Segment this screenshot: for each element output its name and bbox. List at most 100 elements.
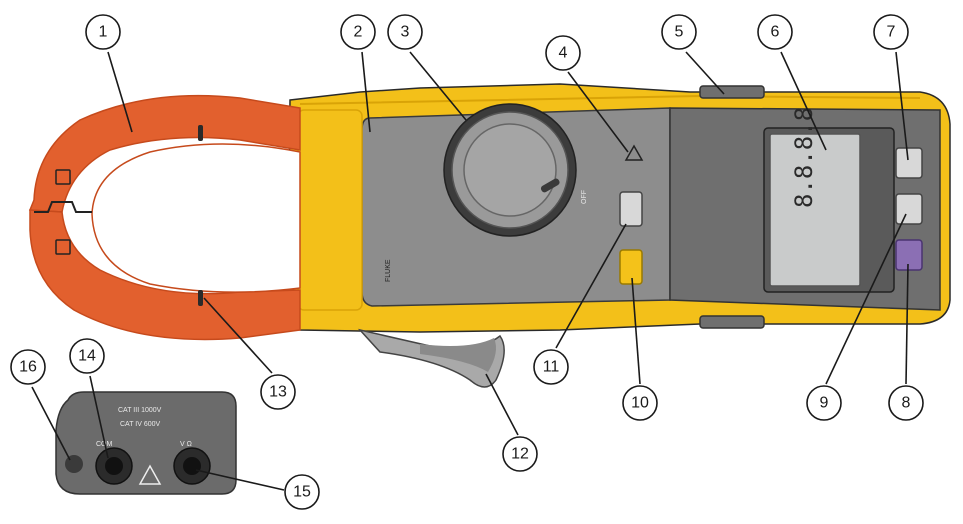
callout-number-11: 11 <box>543 359 560 376</box>
callout-2: 2 <box>340 14 376 50</box>
leader-line-2 <box>361 51 371 133</box>
bottom-clip <box>699 315 765 329</box>
leader-line-8 <box>905 263 909 385</box>
callout-number-9: 9 <box>820 395 829 412</box>
jaw-seam <box>34 201 92 213</box>
callout-3: 3 <box>387 14 423 50</box>
leader-line-6 <box>780 51 827 151</box>
jack-warning-icon <box>138 464 162 485</box>
callout-1: 1 <box>85 14 121 50</box>
callout-circle-12 <box>502 436 538 472</box>
small-jack <box>65 455 83 473</box>
leader-lines <box>31 51 909 491</box>
callout-5: 5 <box>661 14 697 50</box>
com-jack-inner <box>105 457 123 475</box>
leader-line-1 <box>107 51 133 133</box>
callout-number-12: 12 <box>511 446 529 463</box>
callout-14: 14 <box>69 338 105 374</box>
range-button <box>895 193 923 225</box>
callout-15: 15 <box>284 474 320 510</box>
callout-circle-7 <box>873 14 909 50</box>
callout-circle-2 <box>340 14 376 50</box>
callout-number-8: 8 <box>902 395 911 412</box>
dial-knob <box>463 123 557 217</box>
callout-circle-10 <box>622 385 658 421</box>
callout-number-14: 14 <box>78 348 96 365</box>
callout-number-6: 6 <box>771 24 780 41</box>
v-ohm-jack-inner <box>183 457 201 475</box>
callout-12: 12 <box>502 436 538 472</box>
brand-label: FLUKE <box>385 259 392 282</box>
callout-11: 11 <box>533 349 569 385</box>
leader-line-12 <box>485 373 519 436</box>
meter-body <box>287 83 951 333</box>
callout-number-16: 16 <box>19 359 37 376</box>
input-jack-panel: CAT III 1000V CAT IV 600V COM V Ω <box>55 391 237 495</box>
backlight-button <box>895 147 923 179</box>
callout-10: 10 <box>622 385 658 421</box>
clamp-jaws <box>28 94 301 341</box>
off-label: OFF <box>581 190 588 204</box>
hold-button <box>895 239 923 271</box>
callout-16: 16 <box>10 349 46 385</box>
min-max-button <box>619 191 643 227</box>
leader-line-14 <box>89 375 109 459</box>
callout-circle-4 <box>545 35 581 71</box>
callout-13: 13 <box>260 374 296 410</box>
leader-line-4 <box>567 71 629 153</box>
callout-number-10: 10 <box>631 395 649 412</box>
buttons <box>619 144 923 285</box>
callout-4: 4 <box>545 35 581 71</box>
callout-number-4: 4 <box>559 45 568 62</box>
callout-circle-6 <box>757 14 793 50</box>
callout-circle-16 <box>10 349 46 385</box>
callout-number-15: 15 <box>293 484 311 501</box>
upper-jaw-marker <box>198 125 203 141</box>
cat-rating-1: CAT III 1000V <box>118 407 162 414</box>
callout-circle-8 <box>888 385 924 421</box>
callout-circle-14 <box>69 338 105 374</box>
callout-number-1: 1 <box>99 24 108 41</box>
callout-circle-1 <box>85 14 121 50</box>
callout-number-7: 7 <box>887 24 896 41</box>
callout-circle-5 <box>661 14 697 50</box>
lower-jaw <box>29 209 301 341</box>
callout-6: 6 <box>757 14 793 50</box>
callout-7: 7 <box>873 14 909 50</box>
jaw-trigger <box>357 328 505 388</box>
callout-circle-9 <box>806 385 842 421</box>
leader-line-11 <box>555 223 627 349</box>
warning-triangle-icon <box>624 144 644 161</box>
yellow-function-button <box>619 249 643 285</box>
leader-line-7 <box>895 51 909 161</box>
callout-number-5: 5 <box>675 24 684 41</box>
cat-rating-2: CAT IV 600V <box>120 421 161 428</box>
dial-pointer <box>540 178 560 193</box>
callout-8: 8 <box>888 385 924 421</box>
leader-line-15 <box>195 469 285 491</box>
jaw-housing-block <box>297 109 363 311</box>
jaw-indicator-bottom <box>55 239 71 255</box>
leader-line-10 <box>631 277 641 385</box>
callout-circle-15 <box>284 474 320 510</box>
callout-number-13: 13 <box>269 384 287 401</box>
leader-line-16 <box>31 386 71 461</box>
leader-line-13 <box>203 297 273 374</box>
rotary-switch <box>443 103 577 237</box>
callout-number-2: 2 <box>354 24 363 41</box>
trigger-highlight <box>420 338 496 372</box>
lower-jaw-marker <box>198 290 203 306</box>
leader-line-5 <box>685 51 725 95</box>
jaw-opening <box>91 143 301 293</box>
leader-line-3 <box>409 51 467 121</box>
callout-9: 9 <box>806 385 842 421</box>
v-ohm-label: V Ω <box>180 441 192 448</box>
top-clip <box>699 85 765 99</box>
jaw-indicator-top <box>55 169 71 185</box>
callout-circle-3 <box>387 14 423 50</box>
lcd-screen <box>769 133 861 287</box>
callout-circle-11 <box>533 349 569 385</box>
